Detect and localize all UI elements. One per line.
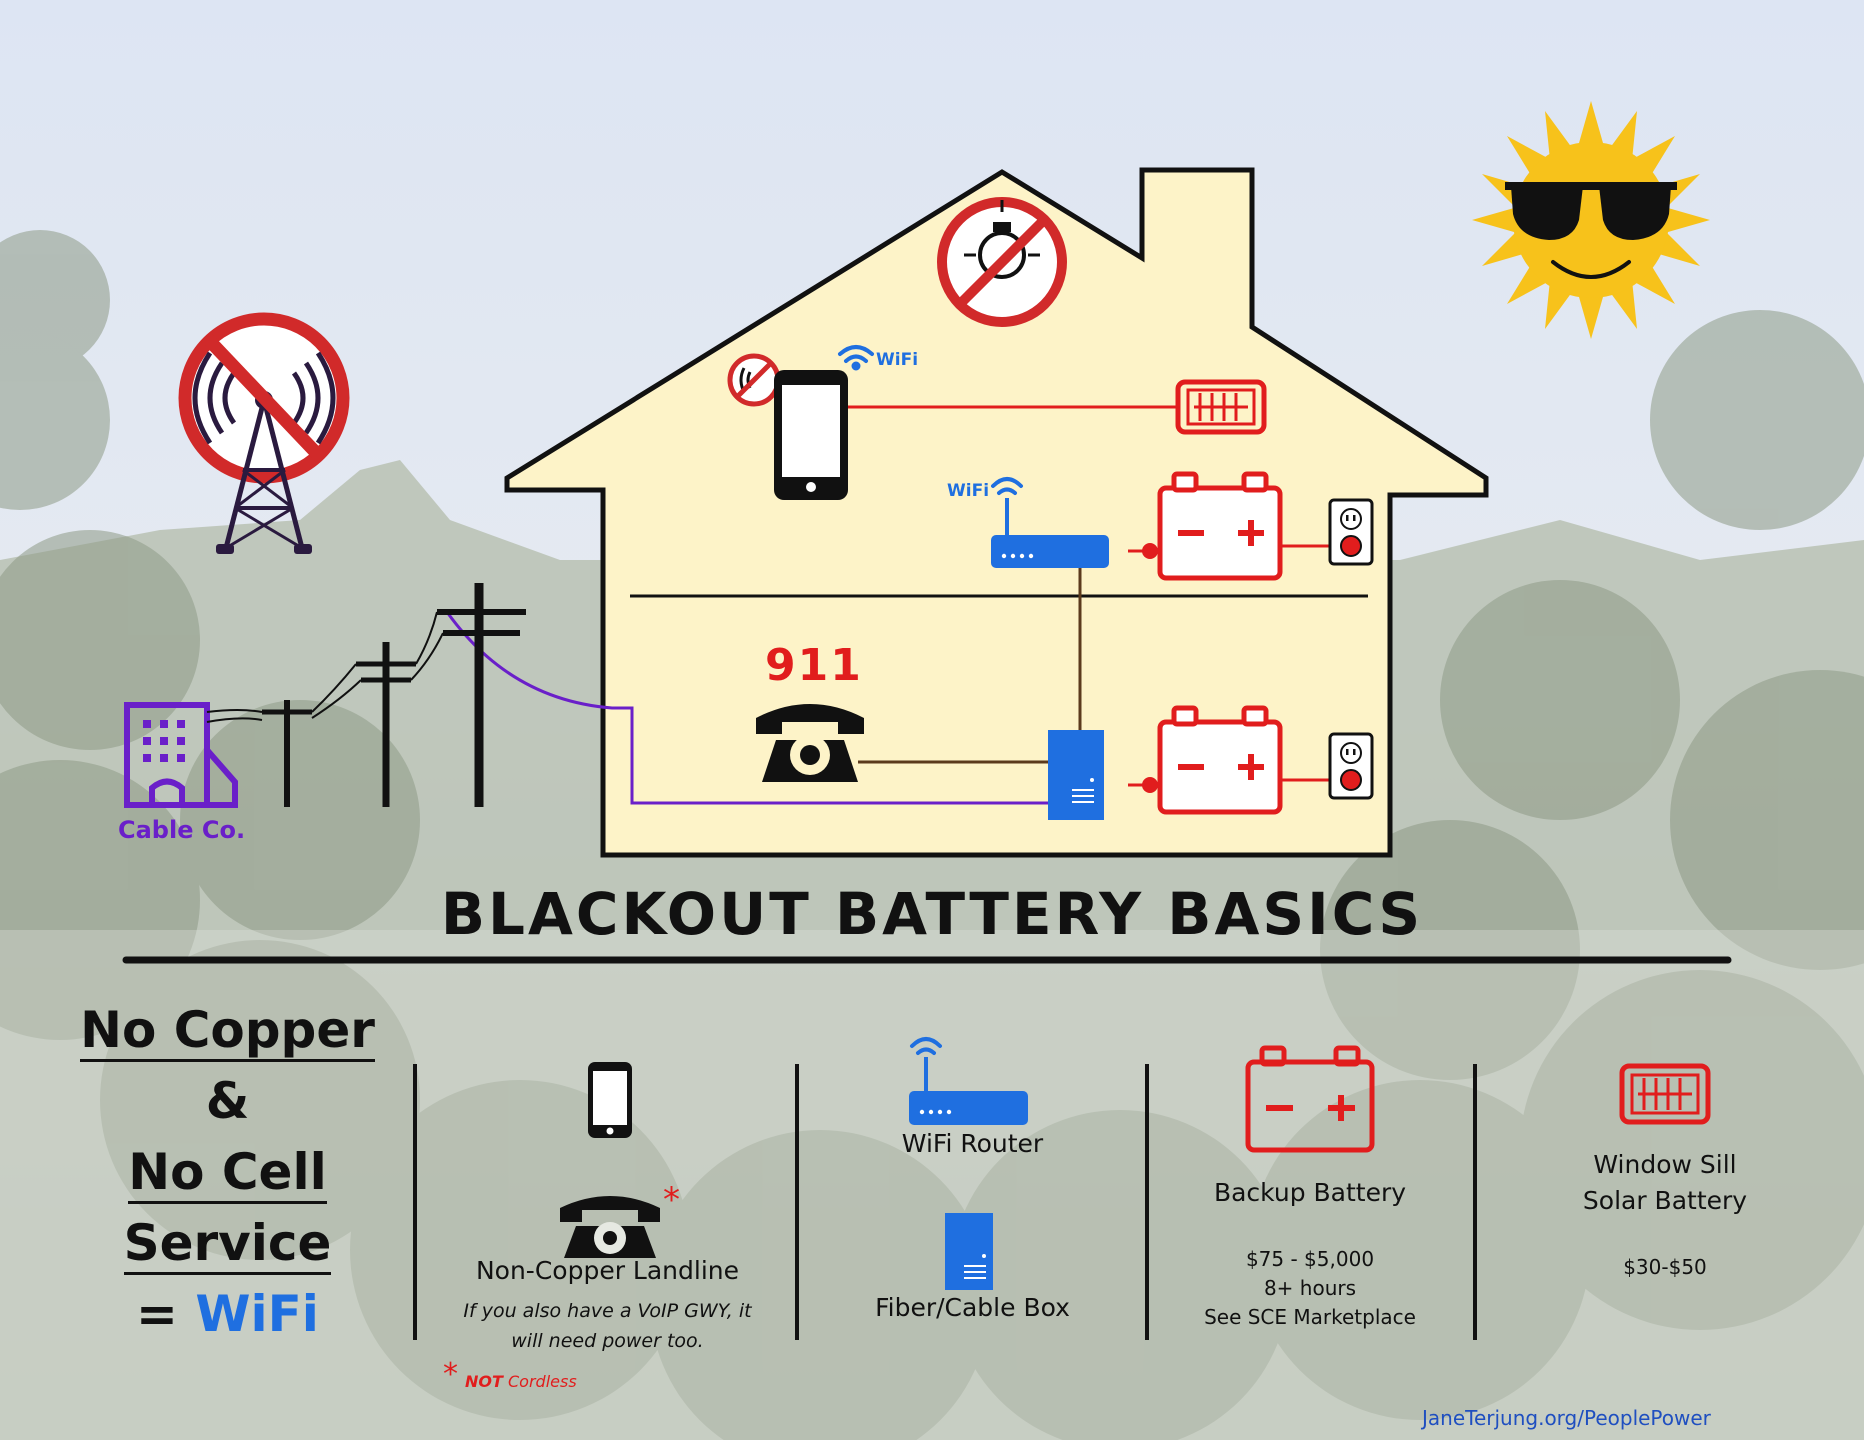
legend-solar-battery-icon bbox=[1619, 1063, 1711, 1125]
battery-price: $75 - $5,000 bbox=[1245, 1247, 1375, 1271]
no-cell-text: No Cell bbox=[128, 1143, 327, 1204]
smartphone-icon bbox=[774, 370, 848, 500]
no-cell-tower-icon bbox=[178, 312, 350, 554]
legend-backup-battery-icon bbox=[1245, 1045, 1375, 1153]
solar-battery-icon bbox=[1175, 379, 1267, 435]
landline-asterisk: * bbox=[663, 1180, 680, 1220]
battery-source: See SCE Marketplace bbox=[1204, 1305, 1416, 1329]
router-wifi-signal-icon bbox=[991, 477, 1023, 495]
lower-veil bbox=[0, 930, 1864, 1440]
no-copper-no-cell-block: No Copper & No Cell Service = WiFi bbox=[60, 995, 395, 1350]
solar-label-line1: Window Sill bbox=[1593, 1150, 1737, 1179]
landline-label: Non-Copper Landline bbox=[475, 1256, 740, 1285]
foliage bbox=[0, 230, 1864, 1440]
cable-line bbox=[445, 611, 1048, 805]
utility-poles-icon bbox=[206, 583, 526, 807]
backup-battery-icon-top bbox=[1142, 471, 1283, 581]
solar-label-line2: Solar Battery bbox=[1582, 1186, 1748, 1215]
not-cordless-note: NOT Cordless bbox=[465, 1372, 577, 1391]
wifi-signal-icon bbox=[838, 345, 874, 371]
wifi-label-router: WiFi bbox=[947, 481, 990, 501]
cable-co-label: Cable Co. bbox=[118, 816, 246, 844]
backup-battery-icon-bottom bbox=[1142, 705, 1283, 815]
legend-fiber-box-icon bbox=[945, 1213, 993, 1290]
cable-company-building-icon bbox=[124, 702, 238, 808]
wall-outlet-icon-top bbox=[1328, 498, 1374, 566]
legend-smartphone-icon bbox=[588, 1062, 632, 1138]
not-text: NOT bbox=[465, 1372, 503, 1391]
emergency-number: 911 bbox=[765, 640, 863, 691]
ampersand-text: & bbox=[205, 1072, 250, 1130]
router-label: WiFi Router bbox=[901, 1129, 1044, 1158]
equals-text: = bbox=[136, 1285, 196, 1343]
no-copper-text: No Copper bbox=[80, 1001, 375, 1062]
fiber-box-icon bbox=[1048, 730, 1104, 820]
solar-price: $30-$50 bbox=[1623, 1255, 1707, 1279]
battery-hours: 8+ hours bbox=[1263, 1276, 1357, 1300]
wifi-label-phone: WiFi bbox=[876, 350, 919, 370]
wifi-router-icon bbox=[991, 498, 1109, 568]
rotary-phone-icon bbox=[756, 704, 864, 782]
footer-link[interactable]: JaneTerjung.org/PeoplePower bbox=[1422, 1406, 1711, 1430]
service-text: Service bbox=[123, 1214, 332, 1275]
fiber-box-label: Fiber/Cable Box bbox=[875, 1293, 1070, 1322]
cordless-text: Cordless bbox=[508, 1372, 577, 1391]
legend-rotary-phone-icon bbox=[560, 1196, 660, 1258]
no-power-bulb-icon bbox=[937, 197, 1067, 327]
landline-note: If you also have a VoIP GWY, it will nee… bbox=[463, 1300, 752, 1352]
legend-wifi-router-icon bbox=[909, 1037, 1028, 1125]
house-outline bbox=[504, 167, 1489, 858]
sun-with-sunglasses-icon bbox=[1472, 101, 1710, 339]
page-title: BLACKOUT BATTERY BASICS bbox=[440, 880, 1424, 948]
no-cell-signal-icon bbox=[727, 353, 781, 407]
wall-outlet-icon-bottom bbox=[1328, 732, 1374, 800]
wifi-emphasis-text: WiFi bbox=[195, 1285, 319, 1343]
cordless-asterisk: * bbox=[443, 1357, 458, 1392]
battery-label: Backup Battery bbox=[1213, 1178, 1407, 1207]
